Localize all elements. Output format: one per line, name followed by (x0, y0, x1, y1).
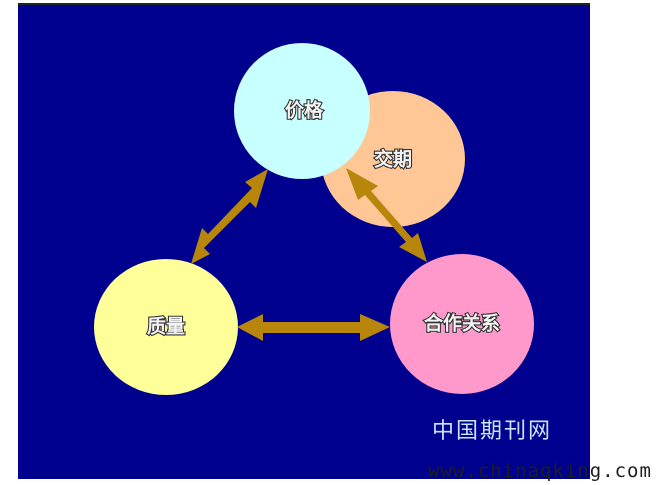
quality-label: 质量 (147, 316, 185, 338)
quality-node (94, 259, 238, 395)
arrow-price-quality (191, 169, 268, 264)
arrow-quality-partnership (237, 314, 390, 341)
delivery-label: 交期 (374, 148, 412, 171)
price-label: 价格 (285, 99, 324, 122)
partnership-node (390, 254, 534, 394)
arrow-delivery-partnership (346, 168, 427, 262)
watermark-title: 中国期刊网 (432, 419, 553, 444)
partnership-label: 合作关系 (424, 312, 500, 335)
price-node (234, 43, 370, 179)
watermark-url: www.chinaqking.com (428, 460, 652, 482)
